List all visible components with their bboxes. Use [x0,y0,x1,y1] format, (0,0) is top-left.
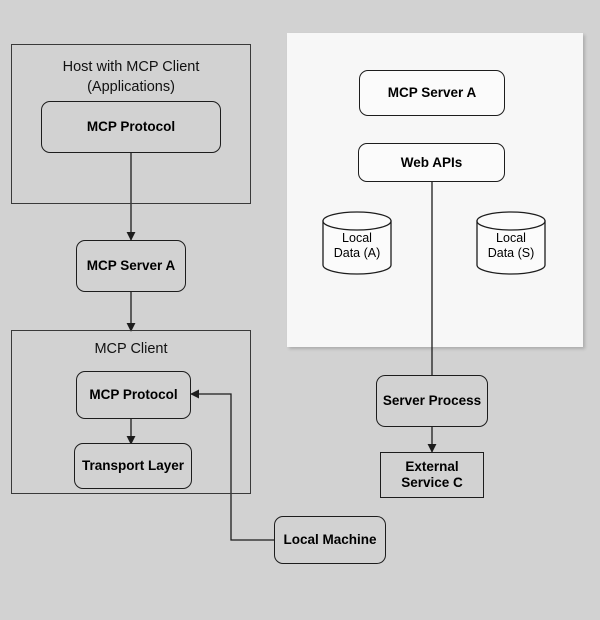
node-local-data-a[interactable]: Local Data (A) [320,210,394,276]
group-mcp-client: MCP Client [11,330,251,494]
group-host-with-mcp-client: Host with MCP Client (Applications) [11,44,251,204]
node-server-process-label: Server Process [382,393,482,408]
node-transport-layer[interactable]: Transport Layer [74,443,192,489]
group-host-label: Host with MCP Client (Applications) [62,59,200,95]
node-client-mcp-protocol[interactable]: MCP Protocol [76,371,191,419]
node-local-machine-label: Local Machine [283,532,377,547]
node-local-data-s[interactable]: Local Data (S) [474,210,548,276]
node-external-service-c[interactable]: External Service C [380,452,484,498]
node-server-process[interactable]: Server Process [376,375,488,427]
node-web-apis[interactable]: Web APIs [358,143,505,182]
node-host-mcp-protocol-label: MCP Protocol [86,119,176,134]
node-mcp-server-a-right[interactable]: MCP Server A [359,70,505,116]
node-local-data-a-label: Local Data (A) [333,231,381,260]
node-transport-layer-label: Transport Layer [81,458,185,473]
node-host-mcp-protocol[interactable]: MCP Protocol [41,101,221,153]
database-cylinder-icon [322,211,392,275]
group-mcp-client-label: MCP Client [94,341,168,357]
node-mcp-server-a-left-label: MCP Server A [86,258,176,273]
node-client-mcp-protocol-label: MCP Protocol [89,387,178,402]
node-local-data-s-label: Local Data (S) [487,231,535,260]
node-local-machine[interactable]: Local Machine [274,516,386,564]
node-external-service-c-label: External Service C [401,459,463,490]
database-cylinder-icon [476,211,546,275]
node-mcp-server-a-left[interactable]: MCP Server A [76,240,186,292]
node-mcp-server-a-right-label: MCP Server A [387,85,477,100]
node-web-apis-label: Web APIs [400,154,463,170]
